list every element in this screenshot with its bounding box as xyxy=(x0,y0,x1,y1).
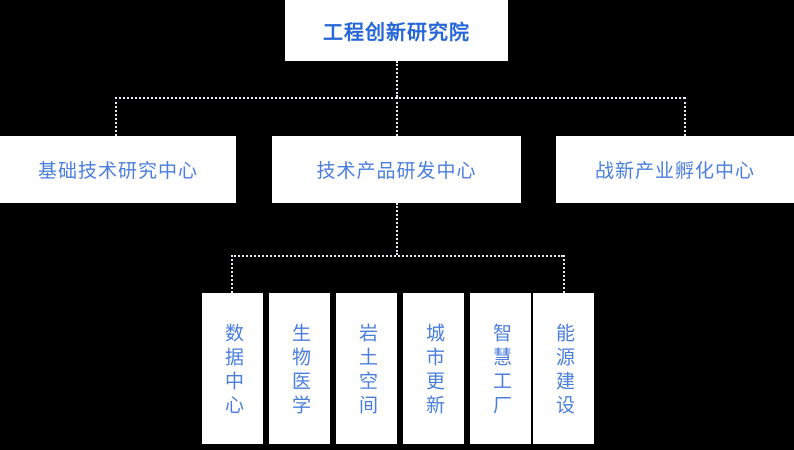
connector-root-down xyxy=(396,61,398,97)
org-node-level2-1[interactable]: 基础技术研究中心 xyxy=(0,136,236,203)
connector-level2-middle xyxy=(396,97,398,136)
connector-level3-left xyxy=(231,255,233,293)
org-node-level3-4[interactable]: 城市更新 xyxy=(403,293,464,444)
connector-level2-right xyxy=(684,97,686,136)
connector-level2-left xyxy=(115,97,117,136)
connector-level3-bus xyxy=(231,255,563,257)
org-node-root[interactable]: 工程创新研究院 xyxy=(285,0,508,61)
org-node-level3-2[interactable]: 生物医学 xyxy=(269,293,330,444)
org-node-level3-5[interactable]: 智慧工厂 xyxy=(470,293,531,444)
org-node-level3-1[interactable]: 数据中心 xyxy=(202,293,263,444)
org-node-level3-3[interactable]: 岩土空间 xyxy=(336,293,397,444)
org-node-level2-3[interactable]: 战新产业孵化中心 xyxy=(556,136,794,203)
connector-level2-bus xyxy=(115,97,685,99)
connector-level3-right xyxy=(563,255,565,293)
connector-level3-down xyxy=(396,203,398,255)
org-node-level3-6[interactable]: 能源建设 xyxy=(533,293,594,444)
org-node-level2-2[interactable]: 技术产品研发中心 xyxy=(272,136,521,203)
